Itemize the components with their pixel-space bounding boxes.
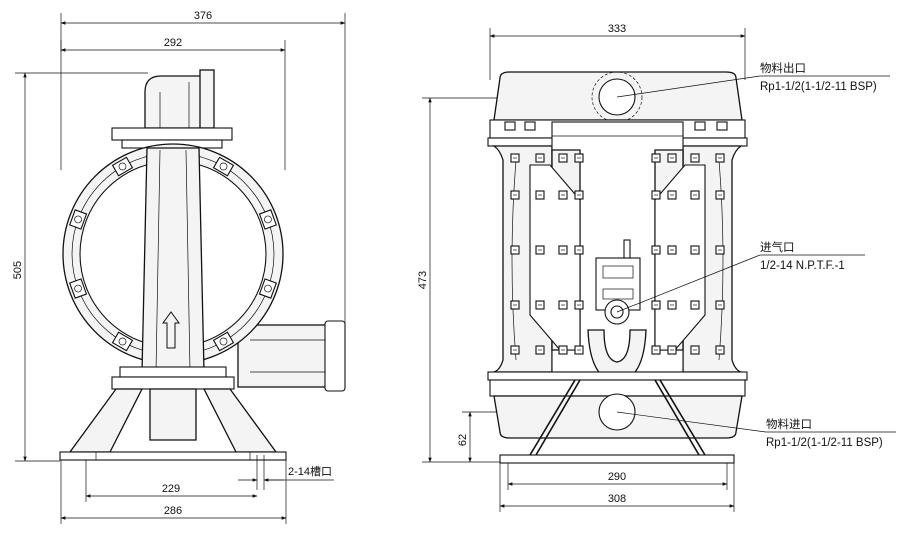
front-bolt: [574, 300, 584, 310]
outlet-callout: 物料出口 Rp1-1/2(1-1/2-11 BSP): [616, 61, 890, 98]
front-bolt: [510, 345, 520, 355]
front-view: 333 473 62: [417, 23, 896, 512]
air-inlet-label: 进气口: [760, 240, 795, 254]
front-bolt: [535, 300, 545, 310]
bolt-lug: [258, 209, 277, 230]
bolt-lug: [69, 209, 88, 230]
side-stand: [59, 388, 287, 461]
front-stand: [499, 379, 735, 464]
side-bottom-flange: [111, 366, 235, 390]
inlet-label: 物料进口: [766, 417, 812, 431]
front-bolt: [715, 245, 725, 255]
side-bolt-ring: [69, 156, 277, 352]
front-bolt: [651, 153, 661, 163]
front-bolt: [651, 245, 661, 255]
flange-bolt: [504, 121, 516, 131]
front-bolt: [558, 153, 568, 163]
front-bolt: [651, 345, 661, 355]
flange-bolt: [716, 121, 728, 131]
front-bolt: [535, 245, 545, 255]
dimension-overall-width: 376: [60, 10, 346, 330]
dim-292-label: 292: [164, 37, 182, 49]
dimension-side-height: 505: [12, 72, 148, 462]
front-bolt: [535, 190, 545, 200]
front-bolt: [535, 153, 545, 163]
dimension-front-top-width: 333: [489, 23, 746, 80]
front-bolt: [558, 345, 568, 355]
front-bolt: [667, 245, 677, 255]
dimension-front-foot-spacing: 290: [507, 463, 728, 490]
front-bolt: [574, 245, 584, 255]
outlet-label: 物料出口: [760, 61, 806, 75]
side-air-section: [237, 320, 346, 392]
dim-62-label: 62: [457, 434, 469, 446]
dimension-body-width: 292: [60, 37, 286, 170]
flange-bolt: [694, 121, 706, 131]
front-bottom-manifold: [487, 371, 748, 439]
dim-290-label: 290: [608, 471, 626, 483]
front-bolt: [715, 153, 725, 163]
air-inlet-callout: 进气口 1/2-14 N.P.T.F.-1: [616, 240, 865, 313]
bolt-lug: [212, 331, 235, 352]
front-bolt: [667, 153, 677, 163]
front-bolt: [651, 300, 661, 310]
inlet-callout: 物料进口 Rp1-1/2(1-1/2-11 BSP): [616, 411, 896, 449]
front-bolt: [690, 300, 700, 310]
front-bolt: [651, 190, 661, 200]
front-bolt: [667, 300, 677, 310]
dim-473-label: 473: [417, 271, 429, 289]
front-bolt-pattern: [504, 121, 728, 393]
front-bolt: [510, 300, 520, 310]
front-bolt: [715, 345, 725, 355]
side-outlet-elbow: [111, 69, 233, 149]
front-center-section: [529, 121, 706, 383]
bolt-lug: [111, 156, 134, 177]
front-bolt: [715, 300, 725, 310]
side-view: 376 292 505: [12, 10, 346, 524]
front-bolt: [510, 245, 520, 255]
dim-505-label: 505: [12, 261, 24, 279]
dim-229-label: 229: [162, 483, 180, 495]
front-bolt: [690, 153, 700, 163]
bolt-lug: [111, 331, 134, 352]
front-bolt: [510, 153, 520, 163]
flange-bolt: [524, 121, 536, 131]
dimension-front-base-width: 308: [499, 463, 735, 512]
front-bolt: [558, 245, 568, 255]
dimension-side-foot-spacing: 229: [85, 460, 258, 502]
bolt-lug: [258, 278, 277, 299]
front-bolt: [690, 345, 700, 355]
front-bolt: [574, 345, 584, 355]
front-bolt: [715, 190, 725, 200]
front-bolt: [574, 153, 584, 163]
bolt-lug: [212, 156, 235, 177]
front-bolt: [690, 190, 700, 200]
front-bolt: [667, 190, 677, 200]
dim-333-label: 333: [608, 23, 626, 35]
slot-label: 2-14槽口: [288, 465, 332, 478]
side-manifold: [141, 147, 205, 373]
front-bolt: [558, 300, 568, 310]
inlet-spec: Rp1-1/2(1-1/2-11 BSP): [766, 437, 883, 449]
air-inlet-spec: 1/2-14 N.P.T.F.-1: [760, 260, 845, 272]
dim-286-label: 286: [164, 505, 182, 517]
front-bolt: [574, 190, 584, 200]
front-bolt: [535, 345, 545, 355]
dim-308-label: 308: [608, 493, 626, 505]
dimension-side-base-width: 286: [60, 460, 287, 524]
bolt-lug: [69, 278, 88, 299]
outlet-spec: Rp1-1/2(1-1/2-11 BSP): [760, 81, 877, 93]
front-bolt: [667, 345, 677, 355]
front-bolt: [690, 245, 700, 255]
front-bolt: [510, 190, 520, 200]
side-slot-callout: 2-14槽口: [238, 455, 334, 490]
dim-376-label: 376: [194, 10, 212, 22]
front-bolt: [558, 190, 568, 200]
